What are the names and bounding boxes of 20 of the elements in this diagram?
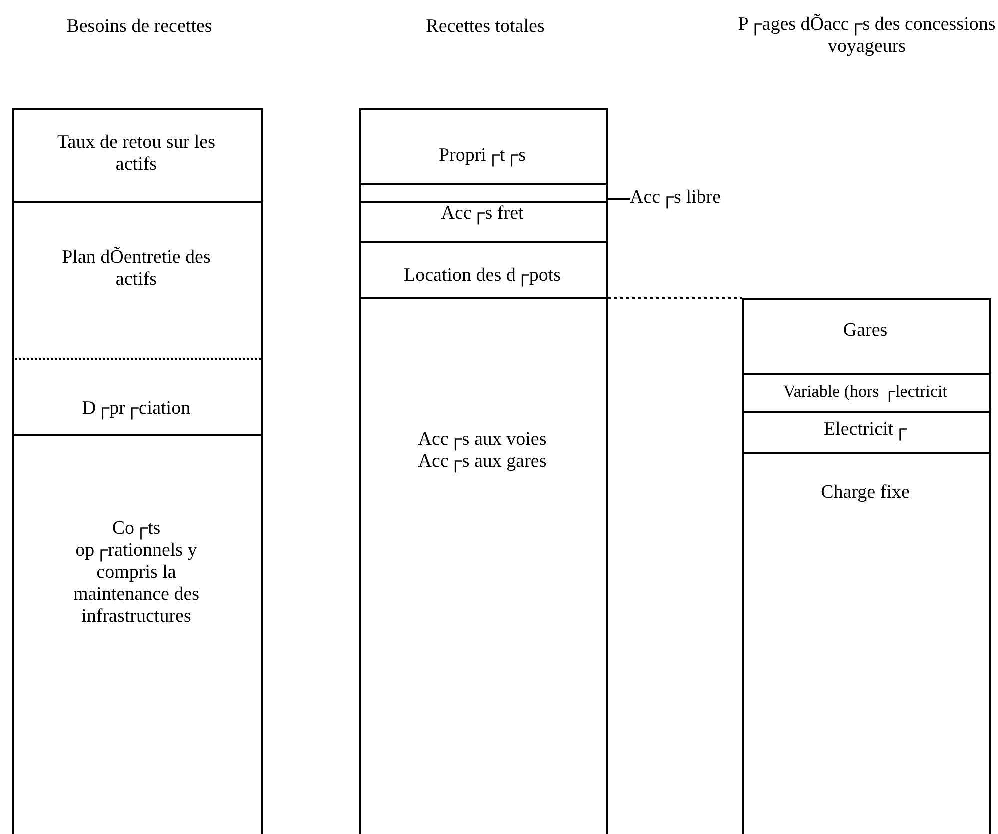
- section-label: Electricit┌: [822, 419, 908, 441]
- section-label: Plan dÕentretie des actifs: [61, 247, 212, 291]
- dotted-connector: [608, 297, 742, 299]
- column-box: [742, 298, 991, 834]
- column-heading: Recettes totales: [425, 16, 546, 38]
- column-heading: Besoins de recettes: [66, 16, 214, 38]
- callout-label: Acc┌s libre: [630, 186, 722, 210]
- section-label: Variable (hors ┌lectricit: [782, 381, 949, 403]
- section-label: Acc┌s fret: [440, 203, 525, 225]
- column-heading: P┌ages dÕacc┌s des concessions voyageurs: [737, 14, 997, 58]
- section-label: Propri┌t┌s: [438, 145, 528, 167]
- section-label: Acc┌s aux gares: [417, 451, 548, 473]
- section-label: Gares: [842, 320, 889, 342]
- section-label: Co┌ts op┌rationnels y compris la maintenance des infrastructures: [72, 518, 201, 628]
- section-label: Charge fixe: [820, 482, 911, 504]
- leader-line: [608, 198, 630, 200]
- section-label: Acc┌s aux voies: [417, 429, 548, 451]
- section-label: Location des d┌pots: [403, 265, 562, 287]
- section-label: D┌pr┌ciation: [81, 398, 192, 420]
- section-label: Taux de retou sur les actifs: [56, 132, 216, 176]
